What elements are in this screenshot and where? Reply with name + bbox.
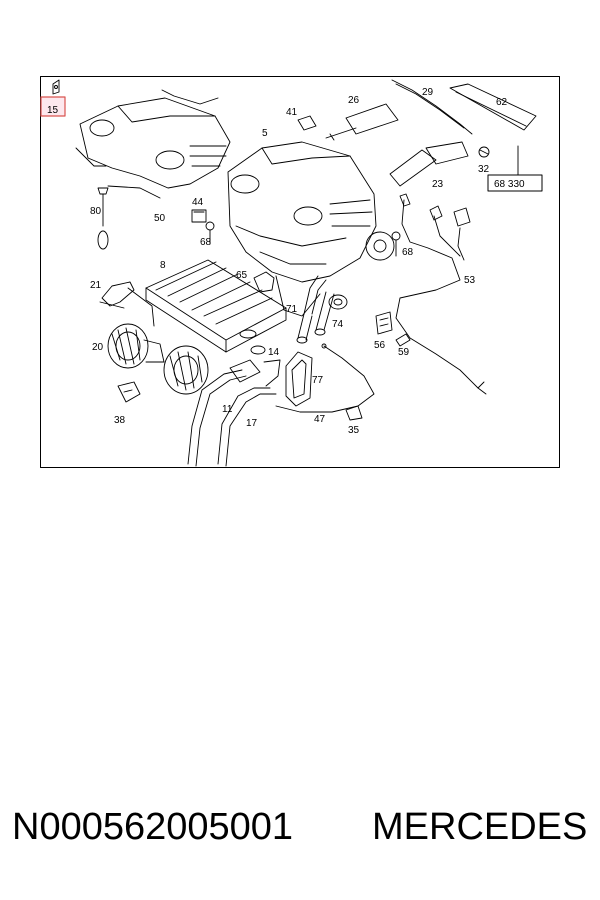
part-74-grommet	[328, 294, 348, 310]
parts-diagram: 15 68 330 5 8 11 14 17 20 21 23 26 29 32…	[40, 76, 560, 468]
label-8: 8	[160, 260, 166, 271]
part-80-plug	[97, 187, 109, 250]
label-5: 5	[262, 128, 268, 139]
part-32-knob	[478, 146, 490, 158]
label-17: 17	[246, 418, 258, 429]
label-26: 26	[348, 95, 360, 106]
label-11: 11	[222, 404, 233, 415]
label-35: 35	[348, 425, 360, 436]
label-65: 65	[236, 270, 248, 281]
highlight-box-15	[40, 96, 66, 117]
part-15-icon	[52, 79, 60, 95]
label-80: 80	[90, 206, 102, 217]
footer: N000562005001 MERCEDES	[0, 806, 600, 866]
part-50-duct-housing	[75, 89, 231, 199]
label-74: 74	[332, 319, 344, 330]
label-68-right: 68	[402, 247, 414, 258]
part-5-main-housing	[227, 141, 395, 317]
part-47-cable	[275, 343, 375, 413]
label-21: 21	[90, 280, 102, 291]
label-50: 50	[154, 213, 166, 224]
part-26-flap	[325, 103, 399, 141]
exploded-view-svg: 15 68 330 5 8 11 14 17 20 21 23 26 29 32…	[40, 76, 560, 468]
brand-name: MERCEDES	[372, 806, 588, 848]
part-38-clip	[117, 381, 141, 403]
label-59: 59	[398, 347, 410, 358]
label-32: 32	[478, 164, 490, 175]
label-41: 41	[286, 107, 298, 118]
part-17-pipe	[217, 359, 281, 467]
label-68-left: 68	[200, 237, 212, 248]
label-56: 56	[374, 340, 386, 351]
part-11-pipe	[187, 359, 261, 467]
label-53: 53	[464, 275, 476, 286]
label-71: 71	[286, 304, 298, 315]
part-62-cover	[449, 83, 537, 131]
part-59-clip	[395, 333, 411, 347]
label-20: 20	[92, 342, 104, 353]
label-47: 47	[314, 414, 326, 425]
part-44-clip	[191, 209, 207, 223]
label-38: 38	[114, 415, 126, 426]
part-68-screw-right	[391, 231, 401, 257]
ref-box-text: 68 330	[494, 179, 525, 190]
part-77-gasket	[285, 351, 313, 407]
part-number: N000562005001	[12, 806, 294, 848]
part-23-flap	[389, 141, 469, 187]
label-layer: 15 68 330 5 8 11 14 17 20 21 23 26 29 32…	[47, 87, 525, 436]
part-21-bracket	[99, 281, 155, 327]
diagram-border	[40, 76, 560, 468]
label-15: 15	[47, 105, 59, 116]
ref-box	[487, 174, 543, 192]
part-35-clip	[345, 405, 363, 421]
part-71-hoses	[296, 275, 335, 344]
part-56-connector	[375, 311, 393, 335]
part-53-harness	[395, 193, 487, 395]
part-41-clip	[297, 115, 317, 131]
label-62: 62	[496, 97, 508, 108]
part-20-blower	[107, 323, 209, 395]
label-44: 44	[192, 197, 204, 208]
part-68-screw-left	[205, 221, 215, 245]
label-23: 23	[432, 179, 444, 190]
part-8-heater-core	[145, 259, 287, 353]
part-65-valve	[253, 271, 275, 293]
label-77: 77	[312, 375, 324, 386]
label-14: 14	[268, 347, 280, 358]
part-14-ring	[250, 345, 266, 355]
part-29-rod	[391, 79, 473, 135]
label-29: 29	[422, 87, 434, 98]
